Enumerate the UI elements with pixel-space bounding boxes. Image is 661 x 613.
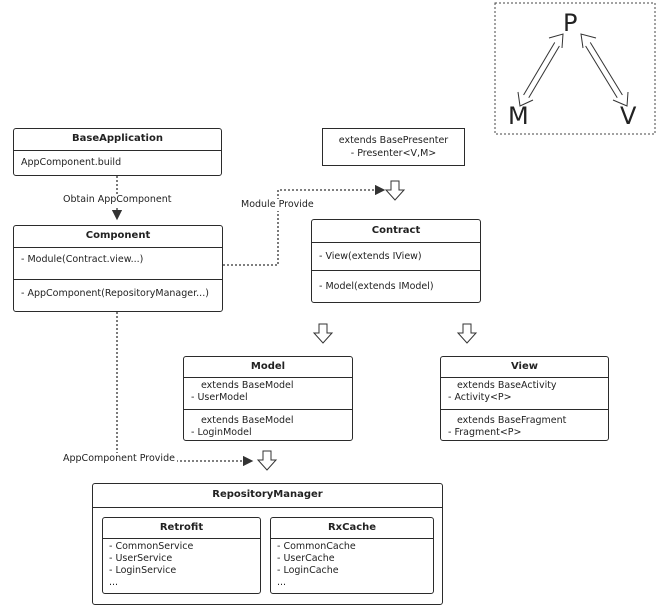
divider	[93, 507, 442, 508]
divider	[14, 247, 222, 248]
model-line-extends-1: extends BaseModel	[201, 380, 294, 391]
rxcache-line-more: ...	[277, 577, 287, 588]
base-application-title: BaseApplication	[72, 133, 163, 144]
view-line-fragment: - Fragment<P>	[448, 427, 522, 438]
component-line-app-component: - AppComponent(RepositoryManager...)	[21, 288, 209, 299]
contract-line-model: - Model(extends IModel)	[319, 281, 434, 292]
divider	[271, 538, 433, 539]
contract-line-view: - View(extends IView)	[319, 251, 422, 262]
model-line-login-model: - LoginModel	[191, 427, 252, 438]
view-box: View extends BaseActivity - Activity<P> …	[440, 356, 609, 441]
model-line-user-model: - UserModel	[191, 392, 248, 403]
mvp-link-p-m	[517, 33, 564, 107]
retrofit-line-more: ...	[109, 577, 119, 588]
obtain-app-component-label: Obtain AppComponent	[61, 194, 174, 206]
contract-box: Contract - View(extends IView) - Model(e…	[311, 219, 481, 303]
view-title: View	[510, 361, 538, 372]
presenter-note-box: extends BasePresenter - Presenter<V,M>	[322, 128, 465, 166]
view-line-extends-fragment: extends BaseFragment	[457, 415, 567, 426]
module-provide-connector	[223, 184, 386, 266]
rxcache-title: RxCache	[327, 522, 377, 533]
repository-manager-title: RepositoryManager	[212, 489, 323, 500]
divider	[14, 279, 222, 280]
retrofit-line-user: - UserService	[109, 553, 173, 564]
rxcache-line-login: - LoginCache	[277, 565, 339, 576]
divider	[441, 409, 608, 410]
mvp-letter-p: P	[563, 9, 578, 37]
rxcache-line-common: - CommonCache	[277, 541, 356, 552]
divider	[184, 409, 352, 410]
retrofit-box: Retrofit - CommonService - UserService -…	[102, 517, 261, 594]
model-title: Model	[250, 361, 286, 372]
divider	[312, 270, 480, 271]
component-box: Component - Module(Contract.view...) - A…	[13, 225, 223, 312]
component-line-module: - Module(Contract.view...)	[21, 254, 144, 265]
divider	[103, 538, 260, 539]
model-box: Model extends BaseModel - UserModel exte…	[183, 356, 353, 441]
module-provide-label: Module Provide	[239, 199, 316, 211]
retrofit-line-common: - CommonService	[109, 541, 194, 552]
rxcache-box: RxCache - CommonCache - UserCache - Logi…	[270, 517, 434, 594]
model-line-extends-2: extends BaseModel	[201, 415, 294, 426]
retrofit-line-login: - LoginService	[109, 565, 177, 576]
repository-manager-box: RepositoryManager Retrofit - CommonServi…	[92, 483, 443, 605]
component-title: Component	[85, 230, 151, 241]
presenter-note-line-presenter: - Presenter<V,M>	[350, 148, 437, 159]
mvp-letter-v: V	[620, 102, 637, 130]
mvp-link-p-v	[580, 33, 629, 107]
divider	[312, 242, 480, 243]
divider	[184, 377, 352, 378]
hollow-arrow-presenter	[384, 180, 406, 201]
mvp-letter-m: M	[508, 102, 529, 130]
hollow-arrow-repository	[256, 450, 278, 471]
retrofit-title: Retrofit	[159, 522, 204, 533]
presenter-note-line-extends: extends BasePresenter	[338, 135, 449, 146]
app-component-provide-label: AppComponent Provide	[61, 453, 177, 465]
view-line-activity: - Activity<P>	[448, 392, 512, 403]
divider	[441, 377, 608, 378]
view-line-extends-activity: extends BaseActivity	[457, 380, 557, 391]
hollow-arrow-view	[456, 323, 478, 344]
base-application-box: BaseApplication AppComponent.build	[13, 128, 222, 176]
divider	[14, 150, 221, 151]
mvp-frame	[494, 2, 656, 135]
rxcache-line-user: - UserCache	[277, 553, 335, 564]
contract-title: Contract	[371, 225, 421, 236]
hollow-arrow-model	[312, 323, 334, 344]
base-application-line: AppComponent.build	[21, 157, 122, 168]
